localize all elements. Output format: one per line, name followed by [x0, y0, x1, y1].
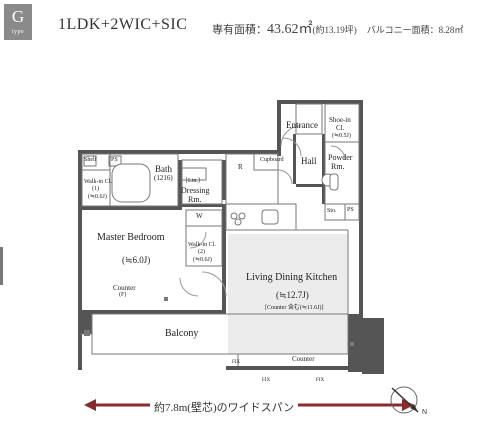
area-info: 専有面積：43.62㎡(約13.19坪) バルコニー面積：8.28㎡	[212, 18, 463, 38]
label-master-bedroom: Master Bedroom	[97, 232, 165, 243]
label-r: R	[238, 163, 243, 171]
label-ps-left: PS	[111, 157, 118, 163]
area-value: 43.62㎡	[267, 22, 313, 37]
label-ldk-counter: [Counter 含む(≒11.6J)]	[265, 305, 324, 311]
header: G type 1LDK+2WIC+SIC 専有面積：43.62㎡(約13.19坪…	[0, 0, 500, 44]
label-shoe-in: Shoe-in	[329, 116, 351, 124]
toilet-tank	[329, 173, 339, 191]
label-fix-3: FIX	[316, 378, 325, 383]
kitchen	[230, 209, 279, 226]
label-cupboard: Cupboard	[260, 157, 284, 163]
label-counter-left-sub: (F)	[119, 292, 127, 298]
label-wic1: Walk-in Cl.	[84, 179, 112, 185]
label-shelf: Shelf	[84, 157, 97, 163]
label-wic2: Walk-in Cl.	[188, 242, 216, 248]
label-washer: W	[196, 212, 203, 220]
label-powder-rm: Rm.	[331, 162, 345, 171]
bathtub	[111, 163, 151, 203]
thin-lines	[80, 103, 360, 366]
label-powder: Powder	[328, 153, 353, 162]
label-wic1-num: (1)	[92, 186, 99, 192]
label-storage: Sto.	[327, 208, 337, 214]
type-badge: G type	[4, 4, 32, 40]
walls	[78, 100, 384, 374]
type-letter: G	[11, 7, 25, 26]
label-master-size: (≒6.0J)	[122, 255, 151, 265]
balcony-area-value: 8.28㎡	[438, 25, 464, 35]
label-linen: [Lin.]	[186, 178, 200, 184]
label-ps-right: PS	[347, 207, 354, 213]
label-ldk-size: (≒12.7J)	[276, 290, 309, 300]
label-ldk: Living Dining Kitchen	[246, 272, 338, 283]
label-fix-2: FIX	[262, 378, 271, 383]
label-bath-size: (1216)	[154, 174, 173, 182]
balcony-area-label: バルコニー面積：	[366, 25, 439, 35]
label-counter-bottom: Counter	[292, 355, 315, 363]
label-entrance: Entrance	[286, 120, 318, 130]
label-wic1-size: (≒0.6J)	[88, 194, 107, 200]
area-label: 専有面積：	[212, 24, 267, 36]
type-sub: type	[11, 29, 25, 35]
label-hall: Hall	[301, 156, 317, 166]
area-tsubo: (約13.19坪)	[312, 25, 357, 35]
label-dressing: Dressing	[181, 186, 210, 195]
side-marker	[0, 247, 3, 285]
label-counter-left: Counter	[113, 284, 136, 292]
markers	[84, 297, 354, 346]
label-balcony: Balcony	[165, 328, 199, 339]
ldk-floor	[228, 234, 348, 354]
label-fix-1: FIX	[232, 360, 241, 365]
label-shoe-in-cl: Cl.	[336, 124, 345, 132]
label-bath: Bath	[155, 164, 172, 174]
north-label: N	[422, 409, 427, 416]
plan-name: 1LDK+2WIC+SIC	[58, 16, 188, 33]
label-shoe-in-size: (≒0.5J)	[332, 133, 351, 139]
label-wic2-num: (2)	[198, 249, 205, 255]
wide-span-text: 約7.8m(壁芯)のワイドスパン	[150, 399, 299, 415]
label-wic2-size: (≒0.6J)	[193, 257, 212, 263]
north-compass-icon: N	[390, 386, 427, 416]
door-swings	[179, 125, 346, 297]
label-dressing-rm: Rm.	[188, 195, 202, 204]
